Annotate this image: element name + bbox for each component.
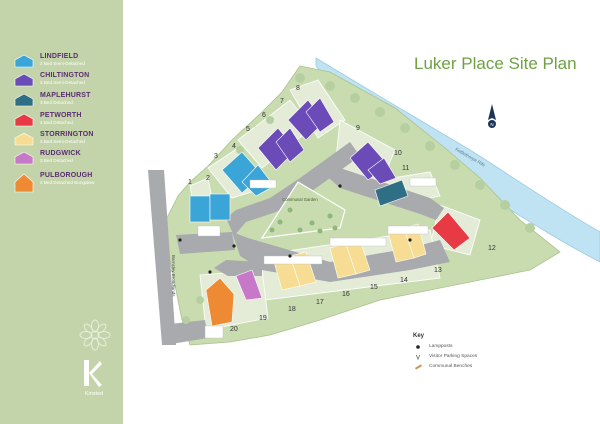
storrington-house-icon — [14, 132, 34, 146]
plot-number: 1 — [188, 179, 192, 186]
bench-icon — [415, 364, 423, 370]
legend-type: 3 Bed Semi-Detached — [40, 139, 85, 144]
page-title: Luker Place Site Plan — [414, 54, 577, 73]
legend-name: PULBOROUGH — [40, 172, 93, 179]
legend-item-storrington: STORRINGTON 3 Bed Semi-Detached — [14, 131, 122, 153]
plot-number: 6 — [262, 112, 266, 119]
plot-number: 5 — [246, 126, 250, 133]
plot-number: 20 — [230, 326, 238, 333]
lindfield-house-icon — [14, 54, 34, 68]
legend-name: PETWORTH — [40, 112, 82, 119]
plot-number: 15 — [370, 284, 378, 291]
legend-name: STORRINGTON — [40, 131, 94, 138]
key-row-lampposts: Lampposts — [415, 343, 565, 351]
pulborough-house — [205, 277, 235, 327]
maplehurst-house-icon — [14, 93, 34, 107]
svg-text:N: N — [490, 122, 493, 127]
legend-item-pulborough: PULBOROUGH 2 Bed Detached Bungalow — [14, 172, 122, 194]
chiltington-house-icon — [14, 73, 34, 87]
chiltington-house — [275, 127, 305, 163]
key-title: Key — [413, 333, 425, 339]
legend-type: 4 Bed Detached — [40, 120, 73, 125]
rudgwick-house-icon — [14, 151, 34, 165]
parking-spaces — [197, 177, 437, 339]
lindfield-house — [189, 195, 211, 223]
key-label: Communal Benches — [429, 364, 473, 369]
pulborough-house-icon — [14, 173, 34, 193]
map-key: Key Lampposts V Visitor Parking Spaces C… — [413, 333, 573, 378]
visitor-parking-icon: V — [416, 356, 420, 362]
lindfield-house — [209, 193, 231, 221]
plot-number: 10 — [394, 150, 402, 157]
petworth-house — [431, 211, 471, 251]
svg-text:V: V — [416, 356, 420, 362]
legend-name: LINDFIELD — [40, 53, 79, 60]
plot-number: 3 — [214, 153, 218, 160]
kinsted-logo-icon — [84, 360, 102, 387]
legend-item-petworth: PETWORTH 4 Bed Detached — [14, 112, 122, 134]
plot-number: 17 — [316, 299, 324, 306]
plot-number: 7 — [280, 98, 284, 105]
plot-number: 19 — [259, 315, 267, 322]
petworth-house-icon — [14, 113, 34, 127]
communal-garden — [260, 181, 346, 239]
legend-type: 3 Bed Detached — [40, 158, 73, 163]
legend-item-chiltington: CHILTINGTON 3 Bed Semi-Detached — [14, 72, 122, 94]
plot-number: 11 — [402, 165, 409, 172]
lamppost-markers — [178, 184, 412, 274]
legend-sidebar: LINDFIELD 2 Bed Semi-Detached CHILTINGTO… — [0, 0, 123, 424]
legend-name: RUDGWICK — [40, 150, 81, 157]
plot-number: 16 — [342, 291, 350, 298]
legend-type: 2 Bed Semi-Detached — [40, 61, 85, 66]
plot-number: 14 — [400, 277, 408, 284]
key-row-communal-benches: Communal Benches — [415, 363, 565, 371]
road-label: Barnsley Broadlands — [171, 255, 176, 297]
communal-garden-label: Communal Garden — [282, 197, 318, 202]
legend-item-rudgwick: RUDGWICK 3 Bed Detached — [14, 150, 122, 172]
brand-wordmark: Kinsted — [84, 391, 104, 397]
maplehurst-house — [374, 179, 409, 207]
key-label: Lampposts — [429, 344, 453, 349]
legend-item-maplehurst: MAPLEHURST 3 Bed Detached — [14, 92, 122, 114]
plot-number: 18 — [288, 306, 296, 313]
legend-name: MAPLEHURST — [40, 92, 91, 99]
north-arrow-icon: N — [488, 104, 496, 128]
plot-number: 9 — [356, 125, 360, 132]
legend-type: 3 Bed Semi-Detached — [40, 80, 85, 85]
plot-number: 12 — [488, 245, 496, 252]
legend-type: 2 Bed Detached Bungalow — [40, 180, 95, 185]
plot-number: 2 — [206, 175, 210, 182]
rudgwick-house — [235, 269, 263, 301]
plot-number: 13 — [434, 267, 442, 274]
lamppost-icon — [416, 345, 420, 349]
plot-number: 8 — [296, 85, 300, 92]
key-row-visitor-parking: V Visitor Parking Spaces — [415, 353, 565, 361]
plot-number: 4 — [232, 143, 236, 150]
chiltington-house — [305, 97, 335, 133]
legend-item-lindfield: LINDFIELD 2 Bed Semi-Detached — [14, 53, 122, 75]
chiltington-house — [367, 157, 397, 185]
key-label: Visitor Parking Spaces — [429, 354, 478, 359]
garden-trees — [269, 207, 338, 234]
flower-emblem-icon — [79, 319, 111, 351]
site-plan-map: Kettlethorpe Rife Communal Garden — [148, 57, 600, 346]
legend-name: CHILTINGTON — [40, 72, 90, 79]
legend-type: 3 Bed Detached — [40, 100, 73, 105]
